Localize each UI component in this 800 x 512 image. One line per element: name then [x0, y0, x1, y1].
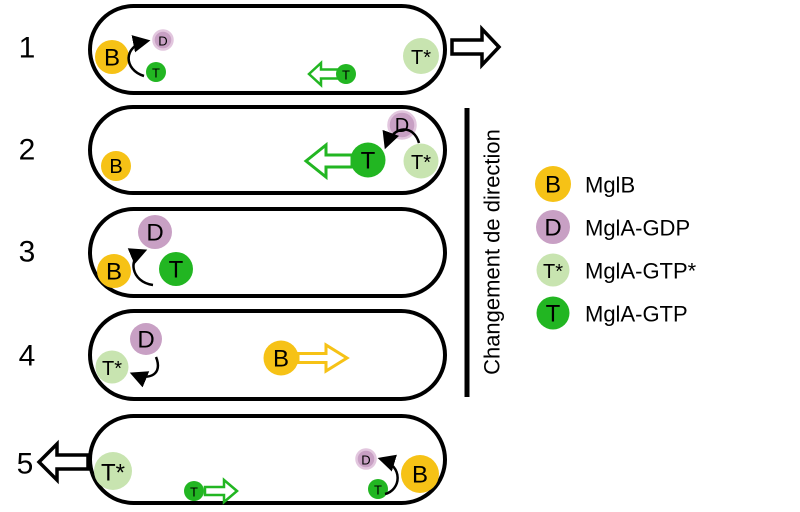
mgla-gtp-star-legend-circle [536, 253, 570, 287]
step-5: 5 T* T B T D [17, 414, 447, 505]
bacterial-cell [88, 414, 447, 505]
hydrolysis-arrow-icon [127, 35, 151, 78]
mgla-gtp-star-circle [95, 350, 129, 384]
direction-arrow-right-icon [450, 24, 502, 70]
step-4: 4 T* D B [19, 309, 447, 401]
legend-item-mglb: B MglB [535, 166, 635, 202]
mglb-letter: B [104, 45, 120, 72]
mgla-gtp-circle [368, 479, 388, 499]
legend-symbol: B [545, 172, 561, 199]
mgla-gtp-letter: T [169, 257, 184, 284]
legend-item-mgla-gdp: D MglA-GDP [536, 210, 690, 244]
mgla-gdp-circle [130, 323, 162, 355]
mgla-gtp-star-circle [403, 38, 439, 74]
mglb-circle [101, 151, 131, 181]
mgla-gtp-motion-arrow-right-icon [203, 477, 239, 505]
mgla-gdp-letter: D [158, 34, 167, 49]
step-number: 3 [19, 236, 36, 269]
mglb-circle [263, 340, 299, 376]
mgla-gtp-letter: T [190, 485, 198, 500]
mgla-gdp-circle [152, 29, 174, 51]
bacterial-cell [88, 4, 447, 95]
mglb-circle [97, 254, 131, 288]
direction-arrow-left-icon [36, 439, 90, 485]
direction-change-annotation: Changement de direction [464, 108, 505, 397]
hydrolysis-arrow-icon [377, 454, 399, 496]
mglb-letter: B [106, 259, 122, 286]
mgla-gtp-circle [184, 481, 204, 501]
mgla-gtp-circle [146, 62, 166, 82]
legend-label: MglA-GDP [585, 216, 690, 241]
legend-symbol: D [544, 215, 561, 242]
mglb-circle [401, 455, 439, 493]
legend: B MglB D MglA-GDP T* MglA-GTP* T MglA-GT… [535, 166, 697, 330]
mglb-legend-circle [535, 166, 571, 202]
step-2: 2 B D T T* [19, 105, 447, 195]
legend-symbol: T [546, 301, 561, 328]
mgla-gtp-star-letter: T* [101, 460, 125, 487]
mgla-gtp-letter: T [374, 483, 382, 498]
legend-label: MglA-GTP* [585, 259, 697, 284]
mgla-gtp-circle [350, 142, 386, 178]
legend-item-mgla-gtp-star: T* MglA-GTP* [536, 253, 697, 287]
step-number: 2 [19, 134, 36, 167]
step-number: 4 [19, 340, 36, 373]
mgla-gdp-circle [138, 215, 172, 249]
legend-item-mgla-gtp: T MglA-GTP [536, 296, 688, 330]
step-number: 5 [17, 448, 34, 481]
mgla-gtp-star-letter: T* [102, 358, 122, 380]
exchange-arrow-icon [129, 356, 159, 388]
mgla-gdp-letter: D [395, 115, 409, 137]
mglb-letter: B [412, 462, 428, 489]
mgla-gtp-circle [159, 252, 193, 286]
bracket-label: Changement de direction [480, 129, 505, 375]
mgla-gdp-letter: D [137, 327, 154, 354]
mgla-gdp-letter: D [146, 220, 163, 247]
legend-symbol: T* [543, 261, 563, 283]
mgla-gtp-letter: T [361, 148, 376, 175]
mgla-gtp-star-letter: T* [411, 47, 431, 69]
legend-label: MglA-GTP [585, 302, 688, 327]
mgla-gtp-letter: T [342, 68, 350, 83]
mgla-gdp-circle [355, 448, 377, 470]
mglb-letter: B [273, 346, 289, 373]
mgla-gtp-letter: T [152, 66, 160, 81]
step-number: 1 [19, 32, 36, 65]
legend-label: MglB [585, 173, 635, 198]
hydrolysis-arrow-icon [127, 248, 154, 287]
mgla-gtp-star-circle [94, 452, 132, 490]
step-1: 1 B T T* T D [19, 4, 502, 95]
mgla-gtp-star-letter: T* [411, 152, 431, 174]
mgla-gdp-legend-circle [536, 210, 570, 244]
mgla-gtp-legend-circle [536, 296, 570, 330]
mgla-gdp-letter: D [361, 453, 370, 468]
mglb-letter: B [109, 156, 122, 178]
mgla-gtp-star-circle [403, 143, 439, 179]
step-3: 3 B D T [19, 207, 447, 298]
mgla-gtp-circle [336, 64, 356, 84]
mglb-circle [95, 40, 129, 74]
activation-arrow-icon [382, 128, 421, 150]
